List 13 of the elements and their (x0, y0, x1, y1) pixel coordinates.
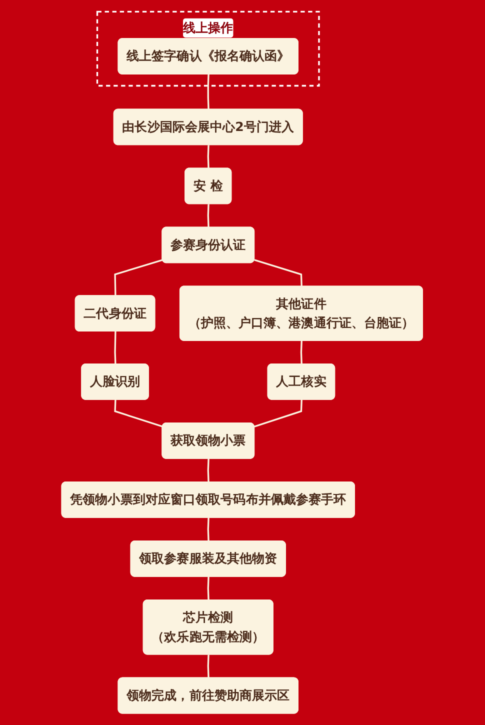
connector (208, 576, 210, 600)
connector (254, 400, 303, 428)
connector (208, 654, 210, 678)
connector (208, 518, 210, 542)
connector (208, 458, 210, 482)
connector (114, 259, 164, 296)
connector (300, 340, 303, 364)
connector (114, 400, 164, 428)
connector (254, 259, 303, 287)
connector (208, 145, 210, 169)
connector (208, 74, 210, 110)
connector (114, 332, 117, 364)
connector (208, 204, 210, 228)
